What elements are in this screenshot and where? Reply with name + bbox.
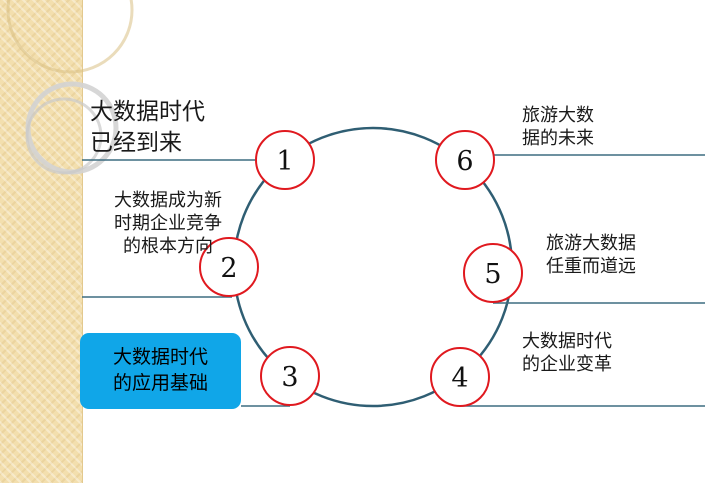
node-1: 1 [255,130,315,190]
node-3-highlight-box: 大数据时代 的应用基础 [80,333,241,409]
node-5-number: 5 [484,259,501,290]
node-3-label: 大数据时代 的应用基础 [112,346,208,394]
node-6-number: 6 [456,146,473,177]
node-5: 5 [463,243,523,303]
node-1-number: 1 [276,146,293,177]
connector-lines [82,154,705,407]
node-1-label: 大数据时代 已经到来 [90,99,205,157]
decorative-rings [6,0,134,175]
node-6-label: 旅游大数 据的未来 [522,105,594,150]
node-2-number: 2 [220,253,237,284]
node-3-number: 3 [281,362,298,393]
node-4: 4 [430,347,490,407]
node-6: 6 [435,130,495,190]
node-3: 3 [260,346,320,406]
node-4-number: 4 [451,363,468,394]
node-2-label: 大数据成为新 时期企业竞争 的根本方向 [114,190,222,258]
node-2: 2 [199,237,259,297]
node-4-label: 大数据时代 的企业变革 [522,331,612,376]
decorative-side-strip [0,0,83,483]
node-5-label: 旅游大数据 任重而道远 [546,233,636,278]
